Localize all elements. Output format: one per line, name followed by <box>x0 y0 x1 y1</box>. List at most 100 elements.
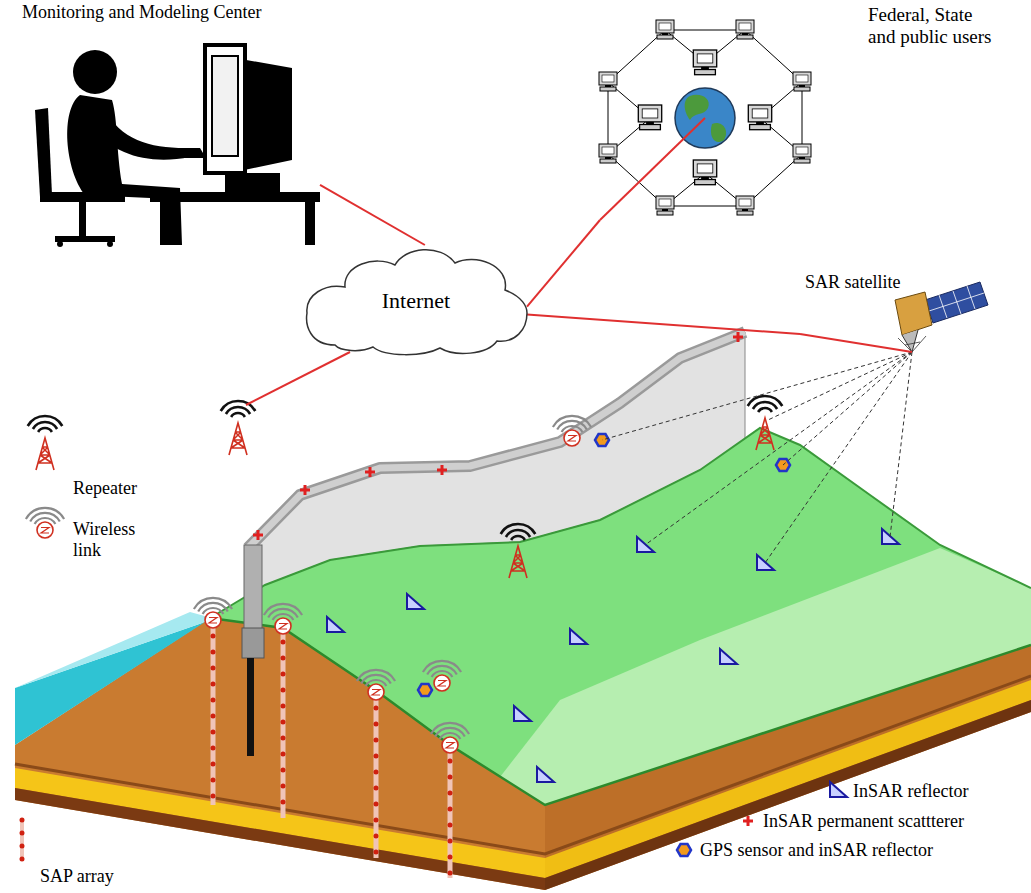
network-link <box>527 220 600 307</box>
field-markers <box>194 332 899 782</box>
field-markers-part <box>407 594 424 609</box>
satellite-figure-part <box>902 330 918 352</box>
field-markers-part <box>221 401 256 455</box>
field-markers-part <box>437 465 447 475</box>
legend-entry: Repeater <box>73 478 137 499</box>
radar-lines <box>602 352 912 563</box>
legend-entry: SAP array <box>40 866 114 887</box>
user-network-part <box>793 144 811 163</box>
sap-array-part <box>211 636 216 805</box>
terrain-block-part <box>247 658 254 756</box>
sar-satellite-node: SAR satellite <box>800 268 990 356</box>
field-markers-part <box>501 524 536 578</box>
operator-silhouette-part <box>150 192 320 202</box>
field-markers-part <box>365 467 375 477</box>
user-network-part <box>638 105 661 130</box>
radar-lines-part <box>602 352 912 563</box>
user-network-part <box>793 72 811 91</box>
terrain-block-part <box>15 768 545 878</box>
network-link <box>320 185 425 245</box>
field-markers-part <box>637 537 654 552</box>
sap-array-part <box>281 642 286 818</box>
operator-silhouette-part <box>225 173 280 192</box>
sap-array-part <box>374 700 379 858</box>
field-markers-part <box>423 661 461 691</box>
terrain-block-part <box>15 788 545 890</box>
terrain-block-part <box>15 612 212 688</box>
user-network-part <box>711 123 726 142</box>
operator-silhouette-part <box>305 202 315 245</box>
node-label: Monitoring and Modeling Center <box>22 2 261 23</box>
field-markers-part <box>720 649 737 664</box>
field-markers-part <box>264 604 302 634</box>
legend-entry: GPS sensor and inSAR reflector <box>700 840 933 861</box>
operator-silhouette-part <box>152 148 206 158</box>
satellite-figure-part <box>929 286 984 318</box>
legend-text: Wireless link <box>73 519 148 560</box>
operator-silhouette <box>35 45 320 247</box>
field-markers-part <box>431 723 469 753</box>
monitoring-center: Monitoring and Modeling Center <box>20 0 320 245</box>
terrain-block-part <box>210 428 1031 618</box>
sap-array-part <box>211 628 216 805</box>
operator-silhouette-part <box>205 45 245 173</box>
field-markers-part <box>418 684 432 696</box>
field-markers-part <box>757 555 774 570</box>
terrain-block-part <box>244 545 262 635</box>
user-network-part <box>736 20 754 39</box>
sap-array <box>213 628 450 878</box>
legend-text: SAP array <box>40 866 114 887</box>
network-wire-part <box>800 334 912 352</box>
operator-silhouette-part <box>212 56 238 156</box>
satellite-figure <box>895 282 988 352</box>
field-markers-part <box>253 530 263 540</box>
node-label: Federal, State and public users <box>868 4 1001 48</box>
operator-silhouette-part <box>57 241 63 247</box>
legend-samples-part <box>26 508 64 538</box>
operator-silhouette-part <box>160 202 170 245</box>
operator-silhouette-part <box>55 236 115 242</box>
field-markers-part <box>537 767 554 782</box>
legend-entry: Wireless link <box>73 519 148 560</box>
node-label: Internet <box>382 288 450 313</box>
user-network-node: Federal, State and public users <box>590 4 1015 220</box>
legend-text: InSAR permanent scattterer <box>763 811 964 832</box>
field-markers-part <box>733 332 743 342</box>
legend-samples-part <box>743 816 753 826</box>
field-markers-part <box>300 485 310 495</box>
operator-silhouette-part <box>79 202 86 238</box>
user-network-part <box>599 72 617 91</box>
sap-array-part <box>281 634 286 818</box>
legend-text: InSAR reflector <box>853 781 968 802</box>
user-network-part <box>685 95 709 120</box>
internet-cloud: Internet <box>305 245 527 357</box>
legend-samples <box>22 416 847 860</box>
legend-samples-part <box>677 844 691 856</box>
legend-samples-part <box>830 782 847 797</box>
satellite-figure-part <box>925 282 988 323</box>
terrain-block-part <box>210 428 1031 805</box>
field-markers-part <box>748 396 783 450</box>
user-network <box>599 20 811 220</box>
user-network-part <box>748 105 771 130</box>
field-markers-part <box>194 598 232 628</box>
field-markers-part <box>570 629 587 644</box>
field-markers-part <box>514 706 531 721</box>
user-network-part <box>736 196 754 215</box>
legend-samples-part <box>20 818 24 860</box>
terrain-block-part <box>15 622 205 745</box>
user-network-part <box>599 144 617 163</box>
legend-samples-part <box>20 820 25 860</box>
legend-text: GPS sensor and inSAR reflector <box>700 840 933 861</box>
field-markers-part <box>553 416 591 446</box>
terrain-block-part <box>210 618 1031 805</box>
terrain-block-part <box>500 548 1031 805</box>
satellite-figure-part <box>895 292 932 335</box>
sap-array-part <box>448 753 453 878</box>
user-network-part <box>693 160 716 185</box>
cloud-shape <box>307 250 527 355</box>
user-network-part <box>656 20 674 39</box>
legend-entry: InSAR permanent scattterer <box>763 811 964 832</box>
operator-silhouette-part <box>73 50 117 94</box>
